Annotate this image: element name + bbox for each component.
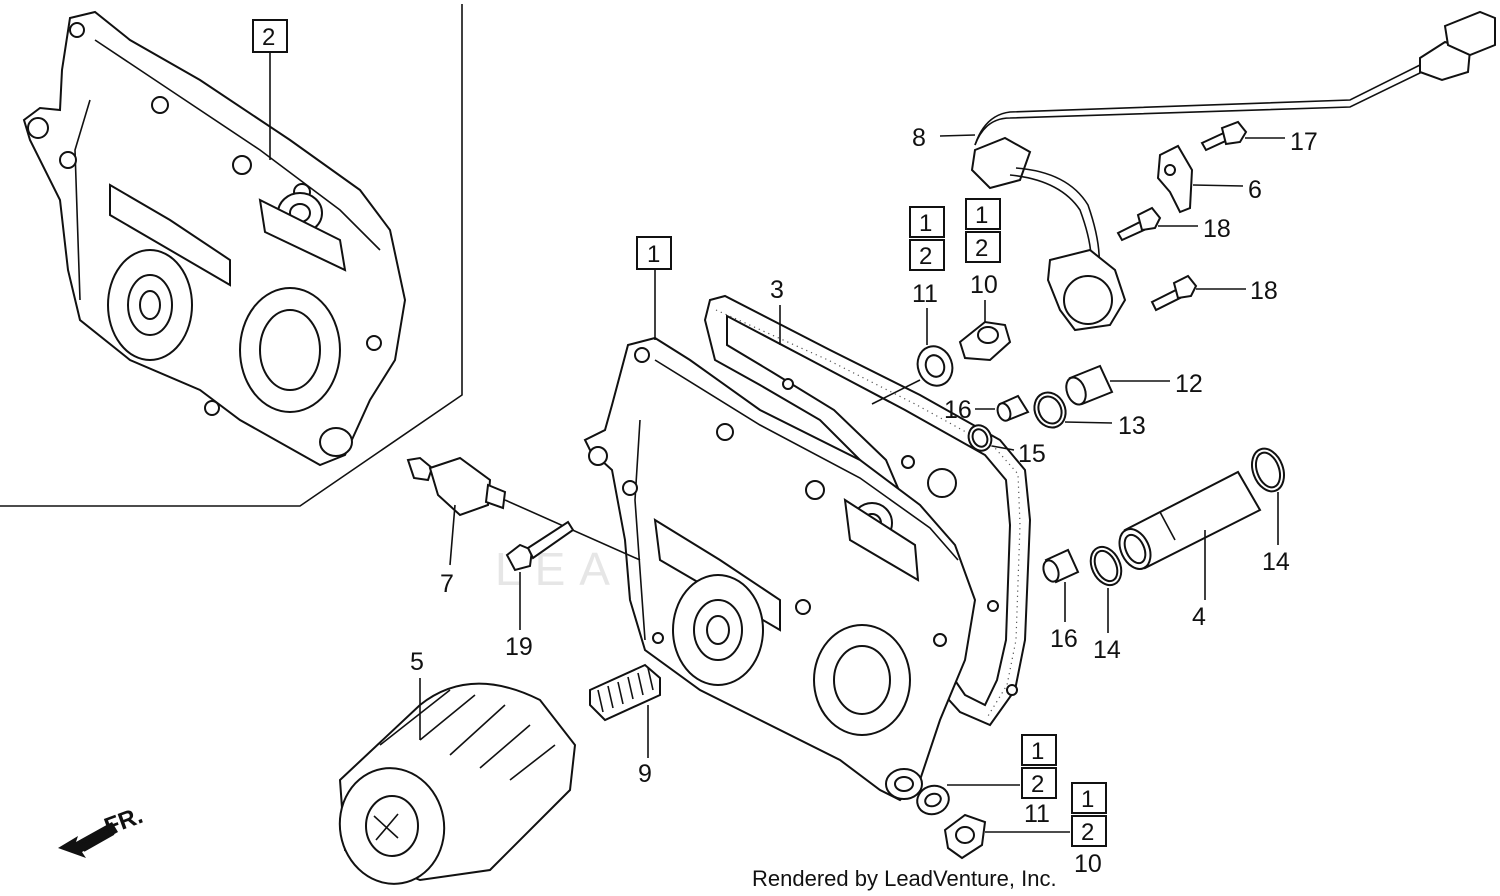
label-6: 6 <box>1248 176 1262 204</box>
inset-frame <box>0 4 463 507</box>
bolt-18-lower <box>1150 274 1198 312</box>
o-ring-14-mid <box>1089 545 1123 587</box>
oil-filter <box>338 682 577 885</box>
box-10-lower-2 <box>1071 815 1107 847</box>
variant-box-1 <box>636 236 672 270</box>
box-10-upper-2-text: 2 <box>975 235 988 262</box>
label-4: 4 <box>1192 603 1206 631</box>
o-ring-13 <box>1033 391 1067 429</box>
label-11-lower: 11 <box>1024 800 1050 828</box>
variant-label-2: 2 <box>262 24 275 51</box>
oil-pipe <box>1118 470 1262 570</box>
oil-pump-cover <box>583 336 977 802</box>
oil-pressure-switch <box>406 456 641 561</box>
box-11-lower-2-text: 2 <box>1031 771 1044 798</box>
front-direction-label: FR. <box>101 802 147 841</box>
label-11-upper: 11 <box>912 280 938 308</box>
relief-spring <box>589 663 661 722</box>
leader-15 <box>991 445 1015 451</box>
label-19: 19 <box>505 633 533 661</box>
box-11-upper-1 <box>909 206 945 238</box>
label-17: 17 <box>1290 128 1318 156</box>
variant-label-1: 1 <box>647 241 660 268</box>
bolt-17 <box>1200 120 1248 152</box>
footer-credit: Rendered by LeadVenture, Inc. <box>752 866 1057 891</box>
box-10-upper-1-text: 1 <box>975 202 988 229</box>
label-16-upper: 16 <box>944 396 972 424</box>
label-14-mid: 14 <box>1093 636 1121 664</box>
bolt-19 <box>505 520 575 572</box>
clamp-6 <box>1156 144 1194 214</box>
label-12: 12 <box>1175 370 1203 398</box>
o-ring-15 <box>967 424 993 452</box>
bolt-18-upper <box>1116 206 1162 242</box>
box-10-upper-1 <box>965 198 1001 230</box>
sensor-harness <box>970 10 1496 332</box>
box-10-lower-2-text: 2 <box>1081 819 1094 846</box>
washer-11-upper <box>916 345 954 387</box>
box-11-lower-2 <box>1021 767 1057 799</box>
box-10-upper-2 <box>965 231 1001 263</box>
label-7: 7 <box>440 570 454 598</box>
leader-7 <box>449 504 456 566</box>
plug-10-lower <box>943 813 987 860</box>
label-14-right: 14 <box>1262 548 1290 576</box>
label-15: 15 <box>1018 440 1046 468</box>
box-11-lower-1 <box>1021 734 1057 766</box>
leader-6 <box>1192 184 1244 187</box>
plug-10-upper <box>958 320 1012 362</box>
leader-11-cover <box>871 379 921 405</box>
leader-13 <box>1064 421 1113 424</box>
box-11-upper-2-text: 2 <box>919 243 932 270</box>
front-direction-arrow <box>58 822 118 858</box>
box-11-lower-1-text: 1 <box>1031 738 1044 765</box>
label-5: 5 <box>410 648 424 676</box>
label-10-lower: 10 <box>1074 850 1102 878</box>
washer-11-lower <box>916 784 950 816</box>
box-10-lower-1 <box>1071 782 1107 814</box>
collar-12 <box>1065 364 1114 406</box>
o-ring-14-right <box>1251 447 1285 493</box>
label-13: 13 <box>1118 412 1146 440</box>
label-18-lower: 18 <box>1250 277 1278 305</box>
label-9: 9 <box>638 760 652 788</box>
label-18-upper: 18 <box>1203 215 1231 243</box>
dowel-16-upper <box>996 394 1030 422</box>
label-10-upper: 10 <box>970 271 998 299</box>
box-11-upper-2 <box>909 239 945 271</box>
leader-8 <box>939 134 976 137</box>
label-8: 8 <box>912 124 926 152</box>
dowel-16-lower <box>1042 548 1080 584</box>
inset-oil-pump-cover <box>22 10 407 467</box>
box-11-upper-1-text: 1 <box>919 210 932 237</box>
label-3: 3 <box>770 276 784 304</box>
box-10-lower-1-text: 1 <box>1081 786 1094 813</box>
label-16-lower: 16 <box>1050 625 1078 653</box>
